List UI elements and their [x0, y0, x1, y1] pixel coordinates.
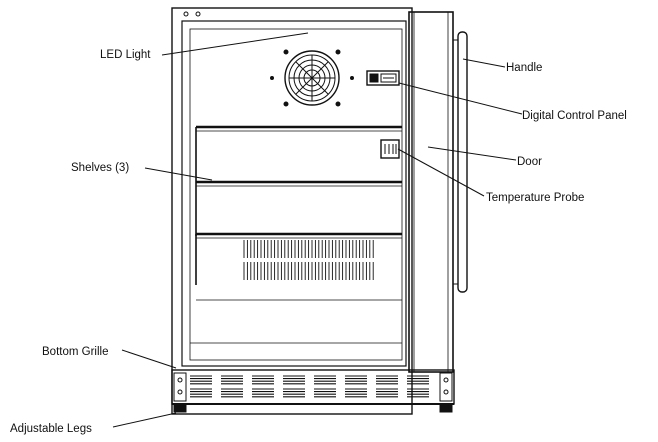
shelves-label: Shelves (3): [71, 162, 129, 174]
grille-slot: [252, 375, 274, 385]
shelves-leader: [144, 167, 213, 181]
led-light-leader: [161, 32, 309, 56]
temperature-probe: [380, 139, 400, 159]
temperature-probe-leader: [397, 148, 485, 197]
refrigerator-body: [171, 7, 468, 415]
grille-slot: [345, 375, 367, 385]
shelf: [195, 125, 402, 182]
grille-slot: [345, 388, 367, 398]
grille-slot: [283, 375, 305, 385]
adjustable-leg: [173, 403, 187, 413]
grille-slot: [407, 388, 429, 398]
grille-slot: [376, 388, 398, 398]
adjustable-legs-label: Adjustable Legs: [10, 423, 92, 435]
door-leader: [427, 146, 517, 161]
handle-leader: [462, 58, 506, 68]
door-label: Door: [517, 156, 542, 168]
grille-slot: [221, 375, 243, 385]
handle-label: Handle: [506, 62, 542, 74]
top-screw: [195, 11, 201, 17]
handle: [453, 31, 468, 293]
door: [408, 11, 454, 373]
cabinet-liner-inner: [189, 28, 403, 361]
grille-slot: [376, 375, 398, 385]
temperature-probe-label: Temperature Probe: [486, 192, 584, 204]
digital-control-panel-label: Digital Control Panel: [522, 110, 627, 122]
grille-slot: [407, 375, 429, 385]
grille-slot: [314, 388, 336, 398]
bottom-grille-leader: [121, 349, 177, 369]
top-screw: [183, 11, 189, 17]
cabinet-outline: [171, 7, 413, 415]
digital-control-panel: [366, 70, 400, 86]
grille-slot: [190, 388, 212, 398]
fan-icon: [270, 49, 354, 107]
bottom-grille-label: Bottom Grille: [42, 346, 108, 358]
adjustable-leg: [439, 403, 453, 413]
grille-slot: [252, 388, 274, 398]
shelf: [195, 232, 402, 285]
grille-slot: [283, 388, 305, 398]
control-panel-leader: [398, 82, 523, 115]
rear-vent: [243, 240, 374, 280]
callout-leaders: [112, 32, 523, 428]
led-light-label: LED Light: [100, 49, 151, 61]
grille-slot: [221, 388, 243, 398]
grille-slot: [314, 375, 336, 385]
shelf: [195, 180, 402, 236]
adjustable-legs-leader: [112, 412, 177, 428]
callout-labels: LED Light Shelves (3) Bottom Grille Adju…: [10, 49, 627, 435]
cabinet-liner: [181, 20, 407, 367]
bottom-grille: [171, 369, 455, 405]
grille-slot: [190, 375, 212, 385]
